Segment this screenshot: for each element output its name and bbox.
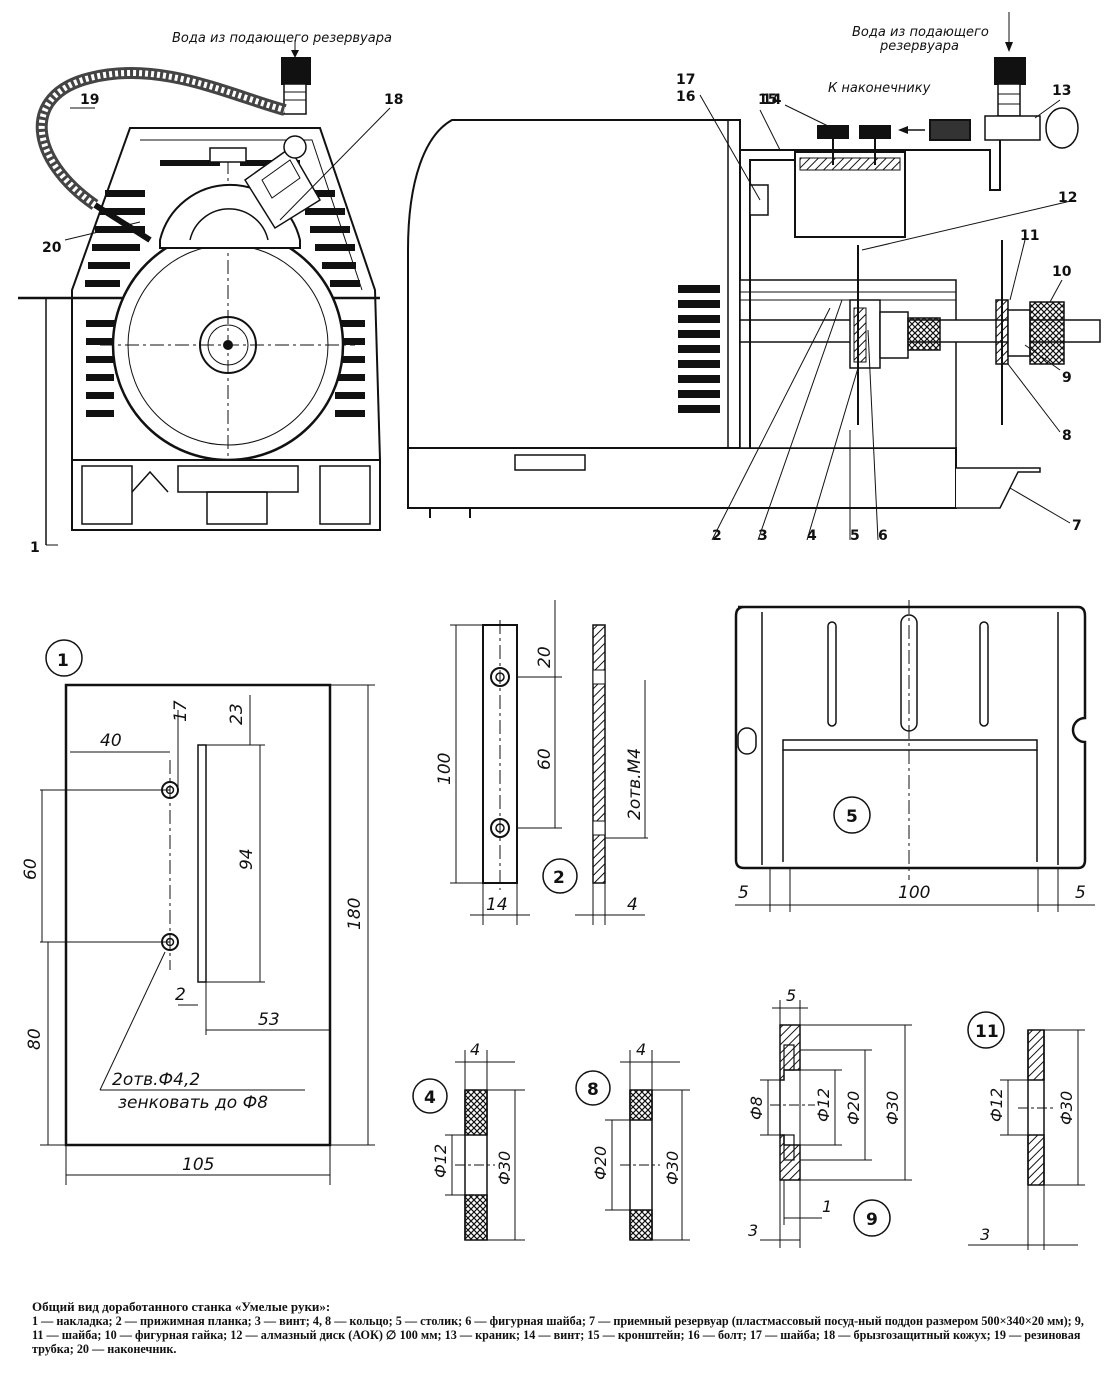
part-2-dim-20: 20 <box>535 646 555 668</box>
part-1-id: 1 <box>57 651 69 671</box>
water-label-left: Вода из подающего резервуара <box>172 31 392 46</box>
part-1-dim-2: 2 <box>175 985 186 1005</box>
part-2-dim-60: 60 <box>535 748 555 770</box>
part-2-id: 2 <box>553 868 565 888</box>
part-9-dim-5: 5 <box>786 986 796 1005</box>
part-1-note-countersink: зенковать до Ф8 <box>118 1093 268 1113</box>
part-9-id: 9 <box>866 1210 878 1230</box>
callout-6: 6 <box>878 528 888 544</box>
part-11-drawing: 11 Ф12 Ф30 3 <box>967 1011 1085 1250</box>
callout-3: 3 <box>758 528 768 544</box>
callout-7: 7 <box>1072 518 1082 534</box>
callout-12: 12 <box>1058 190 1077 206</box>
callout-15: 15 <box>758 92 777 108</box>
side-view-machine <box>407 12 1101 518</box>
callout-numbers: 1 19 20 18 17 16 15 14 13 12 11 10 9 8 7… <box>30 72 1082 556</box>
part-9-dim-1: 1 <box>822 1197 832 1216</box>
part-5-dim-5-left: 5 <box>738 883 749 903</box>
part-9-drawing: 9 5 Ф8 Ф12 Ф20 Ф30 1 3 <box>747 986 912 1248</box>
part-8-id: 8 <box>587 1080 599 1100</box>
callout-18: 18 <box>384 92 403 108</box>
to-tip-label: К наконечнику <box>828 81 931 96</box>
callout-20: 20 <box>42 240 62 256</box>
part-5-drawing: 5 5 100 5 <box>734 600 1095 912</box>
part-1-dim-23: 23 <box>227 703 247 725</box>
caption-text: 1 — накладка; 2 — прижимная планка; 3 — … <box>32 1314 1084 1356</box>
part-1-dim-94: 94 <box>237 848 257 870</box>
callout-17: 17 <box>676 72 695 88</box>
part-11-dim-d12: Ф12 <box>987 1088 1006 1122</box>
part-9-dim-d8: Ф8 <box>747 1096 766 1120</box>
callout-10: 10 <box>1052 264 1072 280</box>
part-9-dim-3: 3 <box>748 1221 758 1240</box>
part-2-dim-14: 14 <box>486 895 508 915</box>
caption-title: Общий вид доработанного станка «Умелые р… <box>32 1299 331 1314</box>
part-4-drawing: 4 4 Ф12 Ф30 <box>412 1040 525 1241</box>
part-5-dim-5-right: 5 <box>1075 883 1086 903</box>
water-label-right-1: Вода из подающего <box>852 25 989 40</box>
part-2-dim-4: 4 <box>627 895 638 915</box>
part-1-dim-180: 180 <box>345 898 365 930</box>
leader-lines <box>46 94 1076 546</box>
part-1-dim-80: 80 <box>25 1028 45 1050</box>
part-1-dim-53: 53 <box>258 1010 280 1030</box>
part-9-dim-d20: Ф20 <box>844 1091 863 1125</box>
part-8-dim-d20: Ф20 <box>591 1146 610 1180</box>
part-11-dim-d30: Ф30 <box>1057 1091 1076 1125</box>
callout-19: 19 <box>80 92 99 108</box>
part-1-dim-40: 40 <box>100 731 122 751</box>
callout-5: 5 <box>850 528 860 544</box>
callout-16: 16 <box>676 89 695 105</box>
technical-drawing: Вода из подающего резервуара Вода из под… <box>18 12 1101 1250</box>
part-11-dim-3: 3 <box>980 1225 990 1244</box>
figure-caption: Общий вид доработанного станка «Умелые р… <box>32 1299 1092 1357</box>
water-label-right-2: резервуара <box>879 39 959 54</box>
part-1-drawing: 1 40 17 23 60 94 180 80 2 53 105 2отв.Ф4… <box>21 639 375 1185</box>
part-2-drawing: 2 20 100 60 2отв.М4 14 4 <box>435 600 648 925</box>
callout-4: 4 <box>807 528 817 544</box>
callout-1: 1 <box>30 540 40 556</box>
part-11-id: 11 <box>975 1022 999 1042</box>
part-4-dim-d30: Ф30 <box>495 1151 514 1185</box>
part-9-dim-d30: Ф30 <box>883 1091 902 1125</box>
part-8-dim-d30: Ф30 <box>663 1151 682 1185</box>
part-8-dim-4: 4 <box>636 1040 646 1059</box>
part-2-dim-m4: 2отв.М4 <box>625 748 645 820</box>
callout-9: 9 <box>1062 370 1072 386</box>
callout-2: 2 <box>712 528 722 544</box>
part-4-dim-4: 4 <box>470 1040 480 1059</box>
part-1-note-holes: 2отв.Ф4,2 <box>112 1070 200 1090</box>
callout-8: 8 <box>1062 428 1072 444</box>
callout-11: 11 <box>1020 228 1039 244</box>
part-5-dim-100: 100 <box>898 883 930 903</box>
front-view-machine <box>18 40 382 545</box>
part-2-dim-100: 100 <box>435 753 455 785</box>
part-4-id: 4 <box>424 1088 436 1108</box>
part-4-dim-d12: Ф12 <box>431 1144 450 1178</box>
part-9-dim-d12: Ф12 <box>814 1088 833 1122</box>
callout-13: 13 <box>1052 83 1071 99</box>
callout-14: 14 <box>762 92 782 108</box>
part-5-id: 5 <box>846 807 858 827</box>
part-8-drawing: 8 4 Ф20 Ф30 <box>575 1040 690 1241</box>
part-1-dim-17: 17 <box>171 700 191 722</box>
part-1-dim-105: 105 <box>182 1155 214 1175</box>
part-1-dim-60: 60 <box>21 858 41 880</box>
